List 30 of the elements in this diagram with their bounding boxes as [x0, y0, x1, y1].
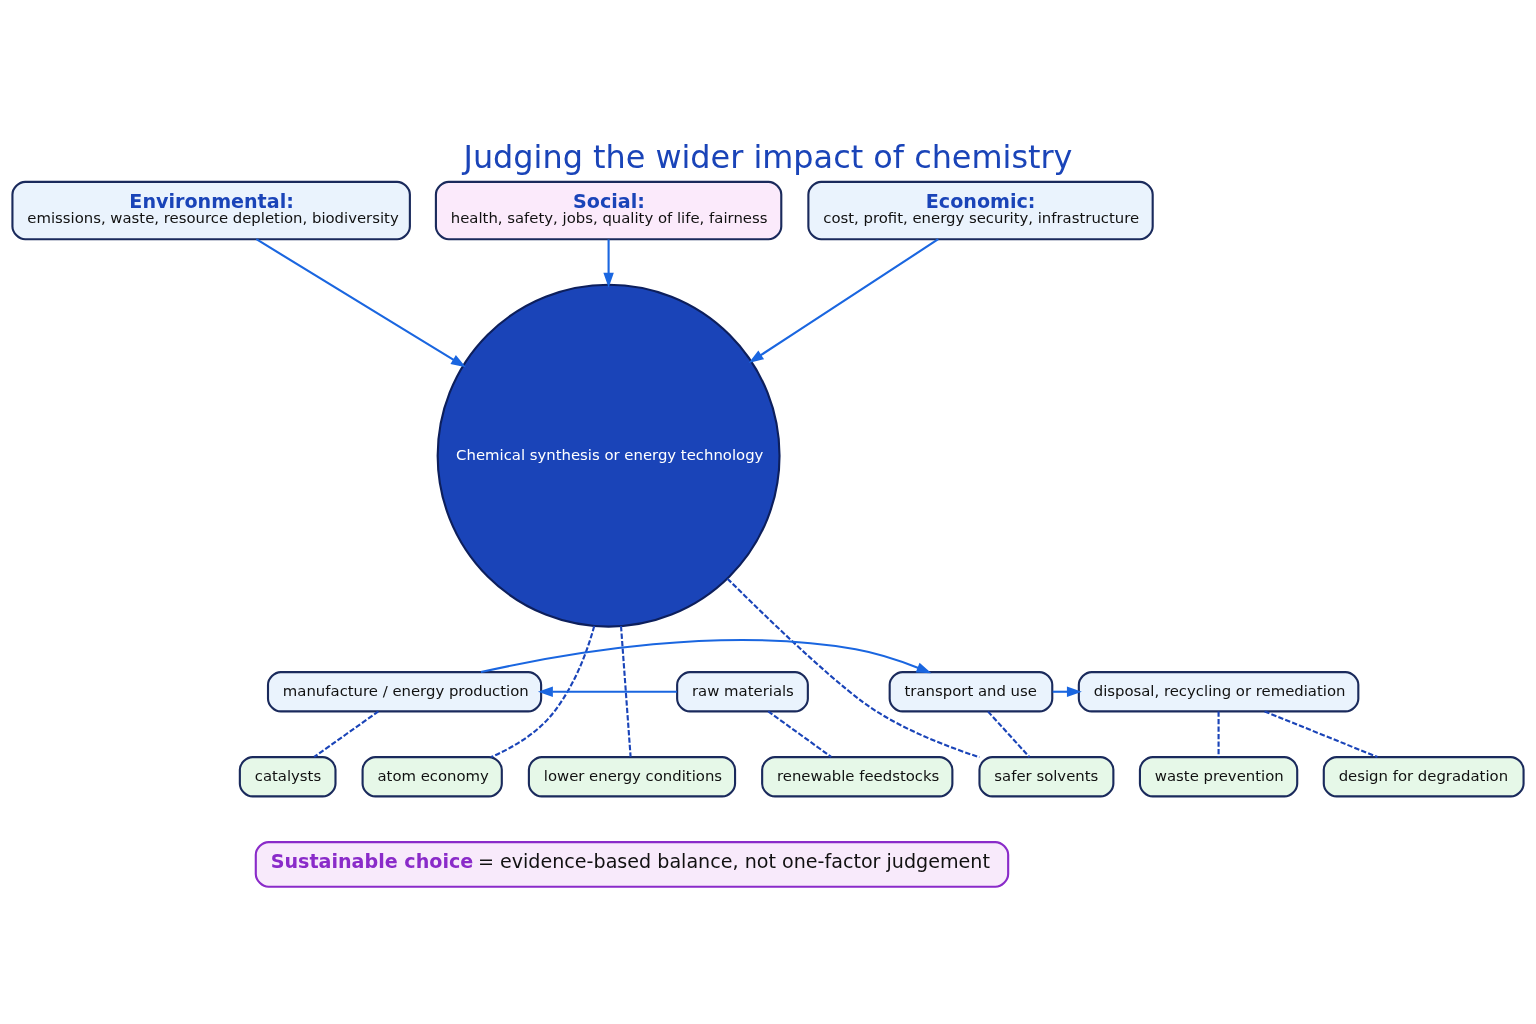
- node-box: Social: health, safety, jobs, quality of life, fairness: [434, 180, 783, 240]
- node-box: Sustainable choice = evidence-based balance, not one-factor judgement: [254, 840, 1010, 888]
- node-box: lower energy conditions: [527, 755, 737, 797]
- node-box: raw materials: [676, 670, 809, 712]
- connector: [1264, 709, 1378, 758]
- diagram-title: Judging the wider impact of chemistry: [463, 137, 1073, 176]
- arrow: [603, 238, 614, 288]
- node-box: Economic: cost, profit, energy security, infrastructure: [807, 180, 1154, 240]
- node-box: transport and use: [888, 670, 1054, 712]
- connector: [726, 577, 980, 758]
- node-box: renewable feedstocks: [761, 755, 954, 797]
- connector: [490, 625, 596, 758]
- node-box: atom economy: [361, 755, 503, 797]
- connector: [1217, 711, 1220, 757]
- node-box: waste prevention: [1138, 755, 1299, 797]
- connector: [619, 625, 632, 757]
- node-box: disposal, recycling or remediation: [1077, 670, 1360, 712]
- arrow: [255, 237, 466, 367]
- node-box: safer solvents: [978, 755, 1115, 797]
- arrow: [748, 237, 939, 363]
- arrow: [480, 638, 932, 673]
- node-circle: Chemical synthesis or energy technology: [436, 283, 781, 628]
- connector: [767, 710, 832, 758]
- arrow: [537, 686, 677, 697]
- connector: [987, 710, 1031, 758]
- node-box: Environmental: emissions, waste, resource depletion, biodiversity: [11, 180, 411, 240]
- connector: [313, 710, 379, 758]
- node-box: manufacture / energy production: [266, 670, 543, 712]
- node-box: catalysts: [238, 755, 337, 797]
- node-box: design for degradation: [1322, 755, 1525, 797]
